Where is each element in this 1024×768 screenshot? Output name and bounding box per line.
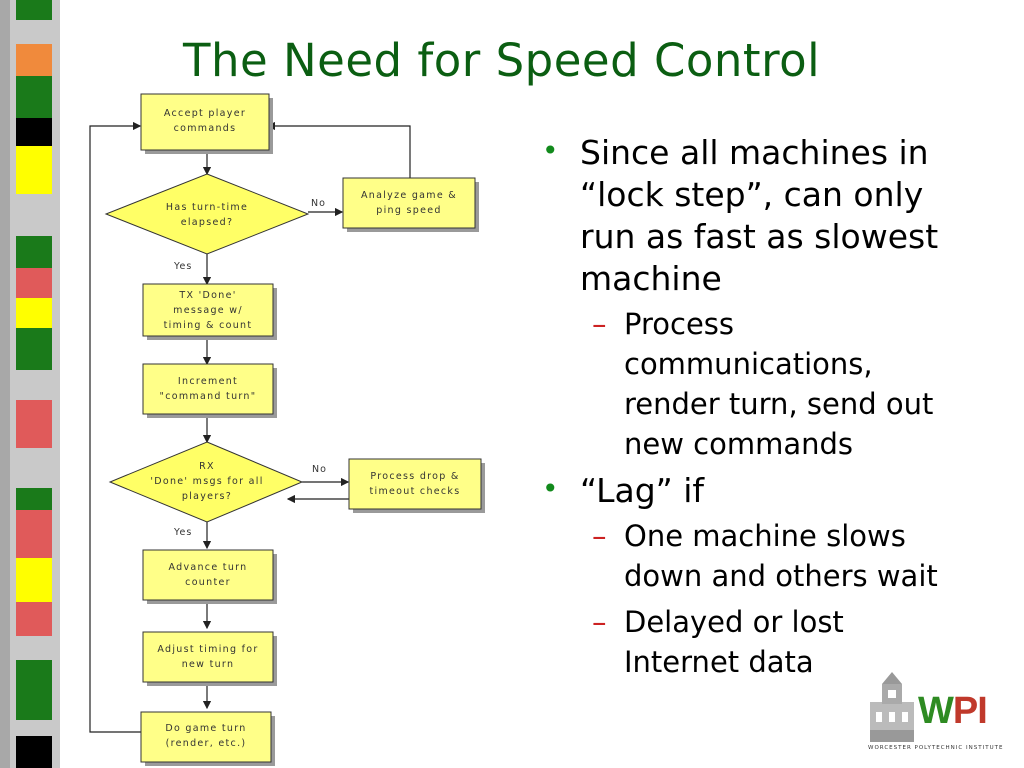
node-adjust-line-1: Adjust timing for	[157, 644, 258, 655]
node-tx-line-2: message w/	[173, 305, 243, 316]
sub-bullet-line: Internet data	[624, 645, 814, 679]
node-accept-line-2: commands	[174, 123, 237, 134]
sub-bullet-line: communications,	[624, 347, 873, 381]
edge-label-yes-2: Yes	[173, 527, 192, 538]
node-adjust-timing: Adjust timing for new turn	[142, 631, 277, 686]
bullet-line: “Lag” if	[580, 471, 705, 510]
slide-title: The Need for Speed Control	[183, 34, 821, 87]
sub-bullet-item: – Process communications, render turn, s…	[542, 304, 1002, 464]
sub-bullet-dash-icon: –	[592, 307, 607, 341]
node-process-drop: Process drop & timeout checks	[348, 458, 485, 513]
node-rx-line-2: 'Done' msgs for all	[150, 476, 263, 487]
node-increment-line-2: "command turn"	[160, 391, 257, 402]
building-tower-icon	[870, 672, 914, 742]
wpi-logo: WPI WORCESTER POLYTECHNIC INSTITUTE	[866, 672, 1016, 762]
bullet-item: • Since all machines in “lock step”, can…	[542, 132, 1002, 300]
bullet-dot-icon: •	[542, 134, 559, 167]
sub-bullet-line: new commands	[624, 427, 854, 461]
node-analyze-line-1: Analyze game &	[361, 190, 457, 201]
sub-bullet-line: down and others wait	[624, 559, 938, 593]
node-advance-turn-counter: Advance turn counter	[142, 549, 277, 604]
bullet-line: “lock step”, can only	[580, 175, 924, 214]
node-tx-line-3: timing & count	[164, 320, 253, 331]
node-increment-line-1: Increment	[178, 376, 238, 387]
node-process-line-1: Process drop &	[370, 471, 459, 482]
node-do-turn-line-2: (render, etc.)	[166, 738, 247, 749]
node-turn-elapsed-line-2: elapsed?	[181, 217, 234, 228]
node-tx-done-message: TX 'Done' message w/ timing & count	[142, 283, 277, 340]
node-do-turn-line-1: Do game turn	[165, 723, 246, 734]
wpi-tagline: WORCESTER POLYTECHNIC INSTITUTE	[868, 745, 1004, 751]
bullet-list: • Since all machines in “lock step”, can…	[542, 132, 1002, 688]
loop-back-arrow	[89, 121, 142, 733]
edge-label-yes-1: Yes	[173, 261, 192, 272]
node-accept-player-commands: Accept player commands	[140, 93, 273, 154]
flowchart: Accept player commands Has turn-time ela…	[76, 92, 486, 767]
edge-label-no-2: No	[312, 464, 327, 475]
node-rx-done-decision: RX 'Done' msgs for all players?	[108, 441, 304, 523]
node-accept-line-1: Accept player	[164, 108, 246, 119]
analyze-return-arrow	[266, 121, 411, 178]
node-rx-line-1: RX	[199, 461, 215, 472]
sub-bullet-line: One machine slows	[624, 519, 906, 553]
node-tx-line-1: TX 'Done'	[178, 290, 236, 301]
sub-bullet-line: Process	[624, 307, 735, 341]
bullet-line: run as fast as slowest	[580, 217, 939, 256]
node-turn-elapsed-line-1: Has turn-time	[166, 202, 248, 213]
node-analyze-line-2: ping speed	[376, 205, 441, 216]
node-adjust-line-2: new turn	[182, 659, 235, 670]
bullet-item: • “Lag” if	[542, 470, 1002, 512]
node-analyze-game: Analyze game & ping speed	[342, 177, 479, 232]
node-turn-time-elapsed-decision: Has turn-time elapsed?	[104, 173, 310, 255]
edge-label-no-1: No	[311, 198, 326, 209]
node-process-line-2: timeout checks	[369, 486, 460, 497]
node-rx-line-3: players?	[182, 491, 232, 502]
decorative-stripe	[0, 0, 60, 768]
bullet-line: machine	[580, 259, 722, 298]
sub-bullet-dash-icon: –	[592, 519, 607, 553]
bullet-dot-icon: •	[542, 472, 559, 505]
sub-bullet-item: – One machine slows down and others wait	[542, 516, 1002, 596]
sub-bullet-item: – Delayed or lost Internet data	[542, 602, 1002, 682]
sub-bullet-line: render turn, send out	[624, 387, 934, 421]
sub-bullet-line: Delayed or lost	[624, 605, 844, 639]
wpi-wordmark: WPI	[918, 690, 988, 732]
node-increment-command-turn: Increment "command turn"	[142, 363, 277, 418]
node-advance-line-1: Advance turn	[168, 562, 247, 573]
node-do-game-turn: Do game turn (render, etc.)	[140, 711, 275, 766]
sub-bullet-dash-icon: –	[592, 605, 607, 639]
bullet-line: Since all machines in	[580, 133, 929, 172]
node-advance-line-2: counter	[185, 577, 231, 588]
